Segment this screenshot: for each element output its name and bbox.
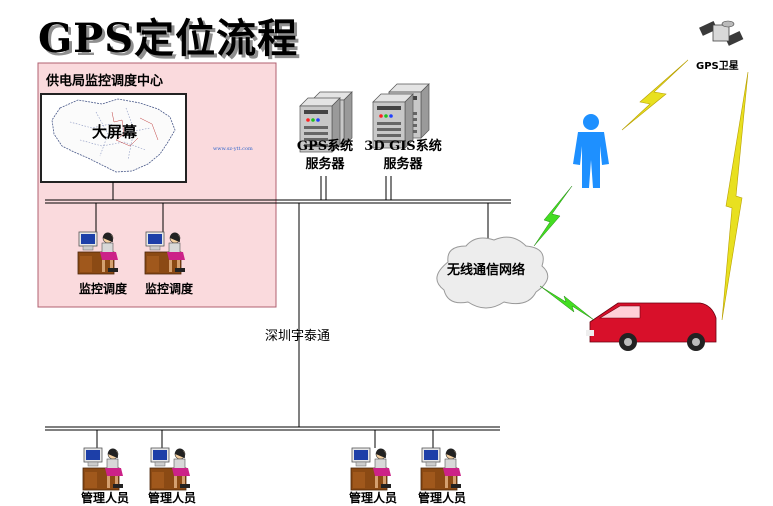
manager-label: 管理人员 bbox=[417, 491, 466, 505]
manager-label: 管理人员 bbox=[147, 491, 196, 505]
satellite-label: GPS卫星 bbox=[696, 61, 739, 72]
gis-server-label-line1: 3D GIS系统 bbox=[364, 139, 442, 154]
manager-workstation-icon bbox=[149, 447, 191, 491]
gps-server-label: GPS系统 服务器 bbox=[290, 138, 360, 174]
company-label: 深圳宇泰通 bbox=[265, 329, 331, 344]
manager-label: 管理人员 bbox=[80, 491, 129, 505]
page-title: GPS定位流程 bbox=[38, 15, 299, 62]
lightning-bolt-icon bbox=[539, 285, 595, 321]
lightning-bolt-icon bbox=[621, 59, 689, 131]
gps-server-label-line2: 服务器 bbox=[305, 157, 345, 172]
manager-workstation-icon bbox=[420, 447, 462, 491]
big-screen bbox=[40, 93, 187, 183]
wireless-cloud-icon bbox=[436, 236, 549, 309]
manager-label: 管理人员 bbox=[348, 491, 397, 505]
manager-workstation-icon bbox=[350, 447, 392, 491]
dispatch-station-label: 监控调度 bbox=[144, 282, 193, 296]
dispatch-center-label: 供电局监控调度中心 bbox=[46, 74, 164, 89]
screen-url-text: www.sz-ytt.com bbox=[213, 146, 253, 152]
gps-server-label-line1: GPS系统 bbox=[296, 139, 354, 154]
vehicle-icon bbox=[586, 302, 717, 351]
big-screen-label: 大屏幕 bbox=[92, 123, 138, 141]
dispatch-station-label: 监控调度 bbox=[78, 282, 127, 296]
manager-workstation-icon bbox=[82, 447, 124, 491]
satellite-icon bbox=[699, 20, 744, 46]
lightning-bolt-icon bbox=[533, 185, 573, 247]
gis-server-label-line2: 服务器 bbox=[383, 157, 423, 172]
gis-server-label: 3D GIS系统 服务器 bbox=[358, 138, 448, 174]
person-icon bbox=[573, 114, 609, 188]
lightning-bolt-icon bbox=[721, 71, 749, 321]
wireless-network-label: 无线通信网络 bbox=[447, 263, 526, 278]
